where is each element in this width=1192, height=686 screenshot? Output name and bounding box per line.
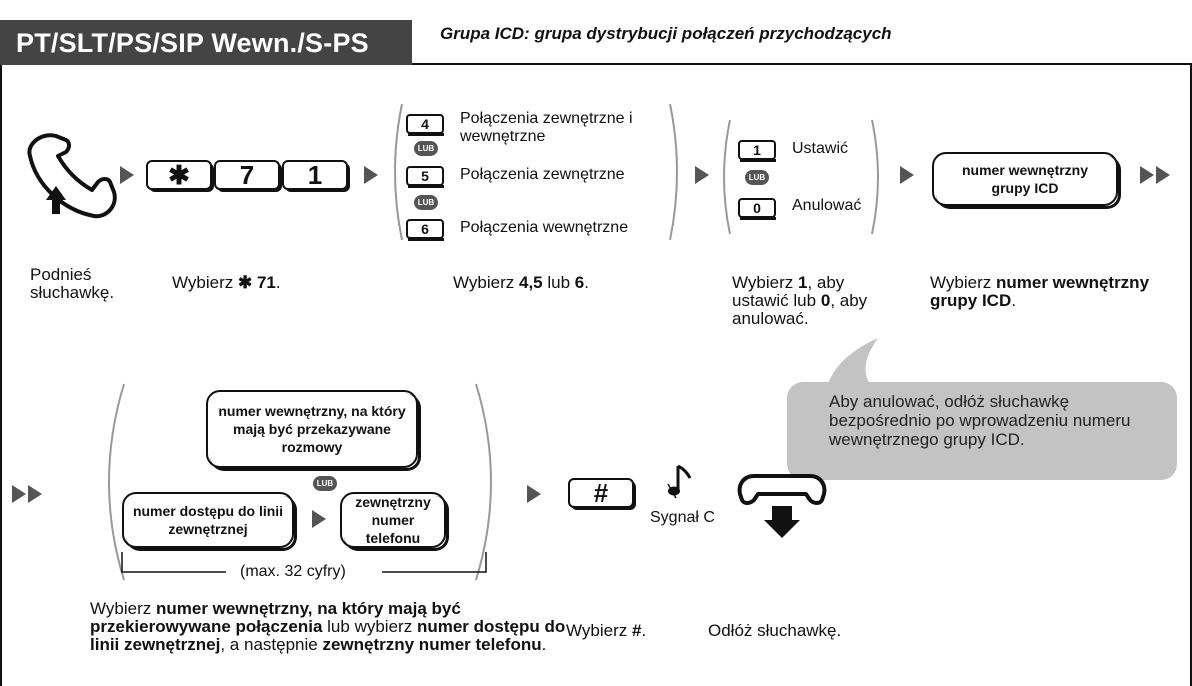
option-5-key: 5 — [406, 166, 444, 188]
option-1-key: 1 — [738, 140, 776, 162]
tip-bubble-pointer — [828, 338, 878, 384]
max-digits-label: (max. 32 cyfry) — [240, 563, 346, 580]
external-number-box: zewnętrzny numer telefonu — [340, 492, 449, 551]
option-0-key: 0 — [738, 198, 776, 220]
step3-caption: Wybierz 4,5 lub 6. — [453, 273, 589, 292]
or-badge: LUB — [745, 170, 769, 185]
flow-arrow — [28, 485, 42, 503]
tone-label: Sygnał C — [650, 509, 715, 526]
step8-caption: Odłóż słuchawkę. — [708, 621, 842, 640]
step1-caption: Podnieś słuchawkę. — [30, 265, 115, 302]
frame-right-border — [1190, 63, 1192, 686]
flow-arrow — [12, 485, 26, 503]
off-hook-handset-icon — [27, 133, 117, 219]
or-badge: LUB — [313, 476, 337, 491]
star-key: ✱ — [146, 160, 214, 192]
on-hook-handset-icon — [737, 474, 827, 538]
forward-extension-box: numer wewnętrzny, na który mają być prze… — [206, 390, 421, 471]
flow-arrow — [312, 510, 326, 528]
option-group-bracket — [723, 119, 879, 235]
destination-group-bracket — [108, 383, 492, 581]
option-1-label: Ustawić — [792, 140, 849, 157]
max-digits-bracket — [121, 552, 487, 573]
page-subtitle: Grupa ICD: grupa dystrybucji połączeń pr… — [440, 24, 892, 43]
option-group-bracket — [394, 103, 678, 241]
option-6-label: Połączenia wewnętrzne — [460, 219, 629, 236]
hash-key: # — [568, 478, 636, 510]
step2-caption: Wybierz ✱ 71. — [172, 273, 281, 292]
option-6-key: 6 — [406, 219, 444, 241]
option-5-label: Połączenia zewnętrzne — [460, 166, 625, 183]
option-4-label: Połączenia zewnętrzne i wewnętrzne — [460, 110, 633, 145]
tip-bubble: Aby anulować, odłóż słuchawkę bezpośredn… — [787, 382, 1177, 480]
flow-arrow — [527, 485, 541, 503]
flow-arrow — [364, 166, 378, 184]
option-4-key: 4 — [406, 114, 444, 136]
frame-left-border — [0, 63, 2, 686]
step5-caption: Wybierz numer wewnętrzny grupy ICD. — [930, 273, 1150, 310]
step4-caption: Wybierz 1, aby ustawić lub 0, aby anulow… — [732, 273, 868, 328]
outside-line-access-box: numer dostępu do linii zewnętrznej — [122, 492, 297, 551]
icd-extension-box: numer wewnętrzny grupy ICD — [932, 152, 1121, 209]
step7-caption: Wybierz #. — [566, 621, 647, 640]
option-0-label: Anulować — [792, 197, 862, 214]
or-badge: LUB — [414, 141, 438, 156]
frame-top-border — [0, 63, 1192, 65]
or-badge: LUB — [414, 195, 438, 210]
flow-arrow — [900, 166, 914, 184]
flow-arrow — [120, 166, 134, 184]
digit-1-key: 1 — [282, 160, 350, 192]
music-note-icon — [667, 464, 692, 499]
flow-arrow — [695, 166, 709, 184]
flow-arrow — [1156, 166, 1170, 184]
step6-caption: Wybierz numer wewnętrzny, na który mają … — [90, 599, 566, 654]
page-title: PT/SLT/PS/SIP Wewn./S-PS — [0, 20, 412, 65]
flow-arrow — [1140, 166, 1154, 184]
digit-7-key: 7 — [214, 160, 282, 192]
